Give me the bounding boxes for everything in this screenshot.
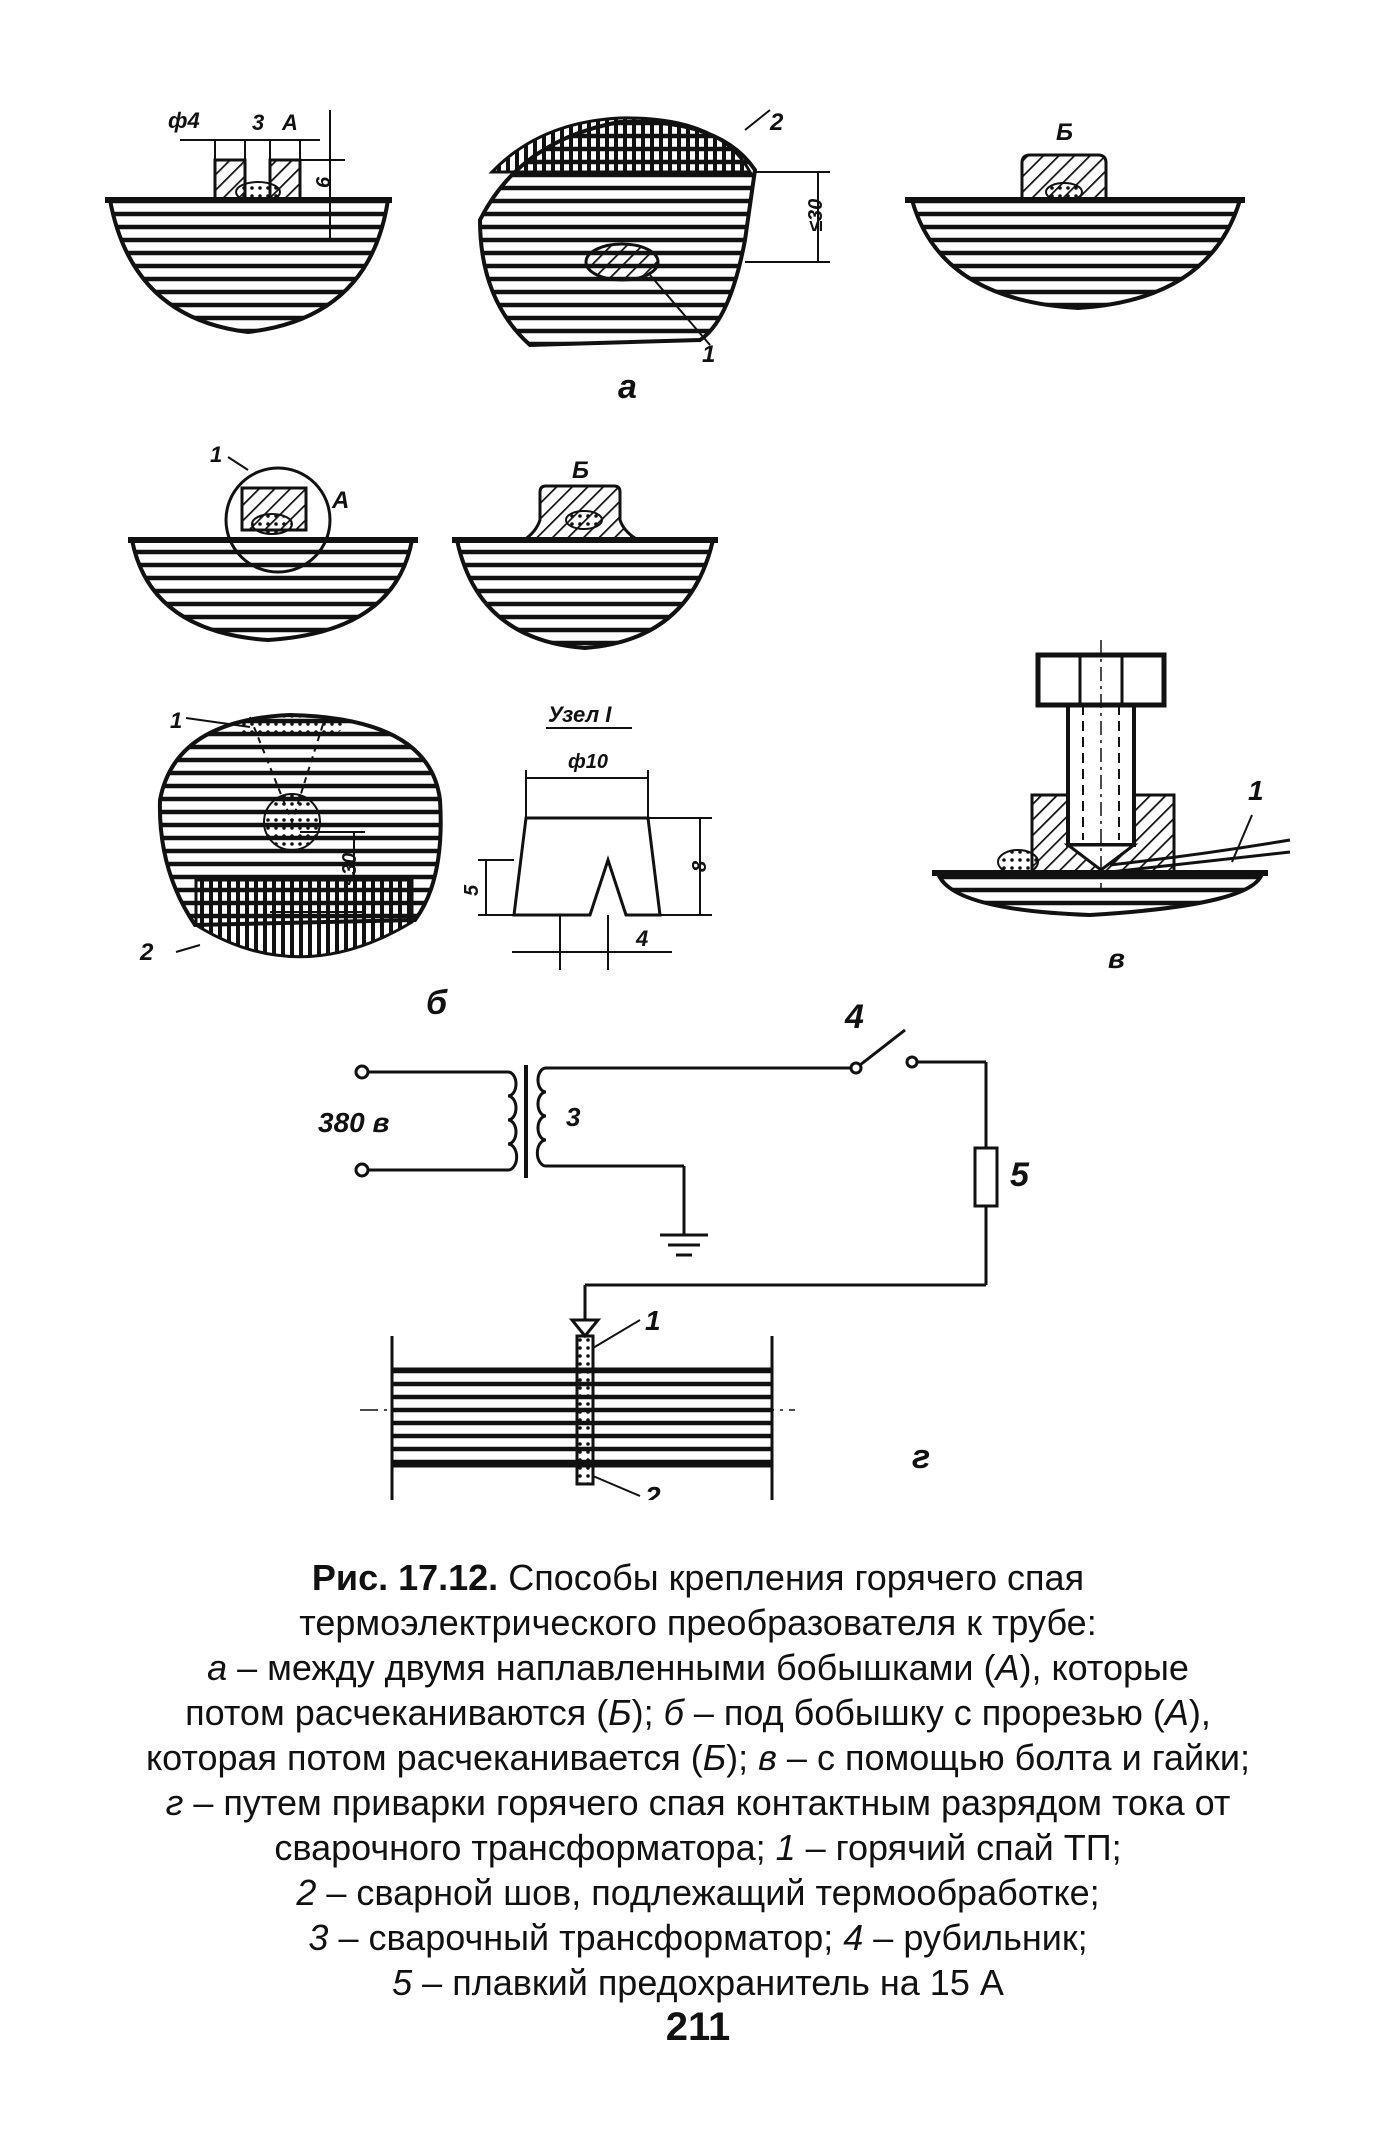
label-voltage: 380 в xyxy=(318,1107,389,1138)
label-knot-1: Узел I xyxy=(548,702,612,727)
terminal-bottom xyxy=(354,1162,370,1178)
caption-line-3: а – между двумя наплавленными бобышками … xyxy=(207,1647,1189,1688)
switch-contact xyxy=(905,1055,919,1069)
caption-line-10: 5 – плавкий предохранитель на 15 А xyxy=(392,1962,1004,2003)
caption-line-6: г – путем приварки горячего спая контакт… xyxy=(165,1782,1231,1823)
label-A-b: А xyxy=(331,487,349,514)
dim-A: А xyxy=(281,110,298,135)
panel-a-right-drawing: Б xyxy=(905,119,1245,311)
label-1-b: 1 xyxy=(210,442,222,467)
label-4-switch: 4 xyxy=(844,998,864,1036)
panel-g-circuit: 380 в 3 4 5 1 2 г xyxy=(318,998,1030,1500)
label-B-a: Б xyxy=(1056,119,1073,146)
figure-drawings: ф4 3 А 6 2 ≤30 1 а Б 1 А xyxy=(105,108,1291,1500)
fuse-symbol xyxy=(973,1146,999,1208)
panel-label-a: а xyxy=(618,368,637,406)
dim-le30-a: ≤30 xyxy=(805,199,827,232)
caption-line-7: сварочного трансформатора; 1 – горячий с… xyxy=(274,1827,1122,1868)
figure-caption: Рис. 17.12. Способы крепления горячего с… xyxy=(98,1555,1298,2005)
caption-line-2: термоэлектрического преобразователя к тр… xyxy=(299,1602,1097,1643)
label-2-b: 2 xyxy=(139,939,154,966)
page-number: 211 xyxy=(665,2005,731,2049)
caption-line-8: 2 – сварной шов, подлежащий термообработ… xyxy=(296,1872,1100,1913)
caption-line-5: которая потом расчеканивается (Б); в – с… xyxy=(145,1737,1251,1778)
panel-b-section-drawing: 1 ≤30 2 б xyxy=(139,708,448,1022)
dim-3: 3 xyxy=(252,110,264,135)
dim-6: 6 xyxy=(313,176,335,188)
terminal-top xyxy=(354,1064,370,1080)
dim-phi4: ф4 xyxy=(168,108,200,133)
panel-label-v: в xyxy=(1108,943,1125,974)
panel-label-g: г xyxy=(912,1438,930,1476)
dim-5: 5 xyxy=(461,884,483,896)
dim-8: 8 xyxy=(689,860,711,872)
panel-label-b: б xyxy=(426,984,448,1022)
dim-phi10: ф10 xyxy=(568,751,608,773)
switch-pivot xyxy=(849,1061,863,1075)
panel-b-right-drawing: Б xyxy=(452,457,718,651)
label-1-v: 1 xyxy=(1248,775,1264,806)
label-1-b2: 1 xyxy=(170,708,182,733)
label-1-a: 1 xyxy=(702,341,715,368)
panel-v-drawing: 1 в xyxy=(932,640,1291,974)
panel-b-left-drawing: 1 А xyxy=(128,442,418,643)
caption-line-1: Рис. 17.12. Способы крепления горячего с… xyxy=(311,1557,1085,1598)
panel-a-left-drawing: ф4 3 А 6 xyxy=(105,108,392,335)
caption-line-9: 3 – сварочный трансформатор; 4 – рубильн… xyxy=(308,1917,1088,1958)
label-2-g: 2 xyxy=(644,1481,661,1500)
dim-4: 4 xyxy=(635,926,648,951)
label-B-b: Б xyxy=(572,457,589,484)
label-1-g: 1 xyxy=(645,1305,661,1336)
weld-seam xyxy=(575,1334,595,1486)
dim-le30-b: ≤30 xyxy=(339,853,361,886)
caption-line-4: потом расчеканиваются (Б); б – под бобыш… xyxy=(185,1692,1211,1733)
panel-b-detail-drawing: Узел I ф10 5 8 4 xyxy=(461,702,712,970)
label-2-a: 2 xyxy=(769,109,784,136)
caption-figure-number: Рис. 17.12. xyxy=(311,1557,499,1598)
panel-a-middle-drawing: 2 ≤30 1 а xyxy=(477,109,830,406)
label-5-fuse: 5 xyxy=(1010,1156,1030,1194)
label-3-transformer: 3 xyxy=(566,1102,581,1132)
